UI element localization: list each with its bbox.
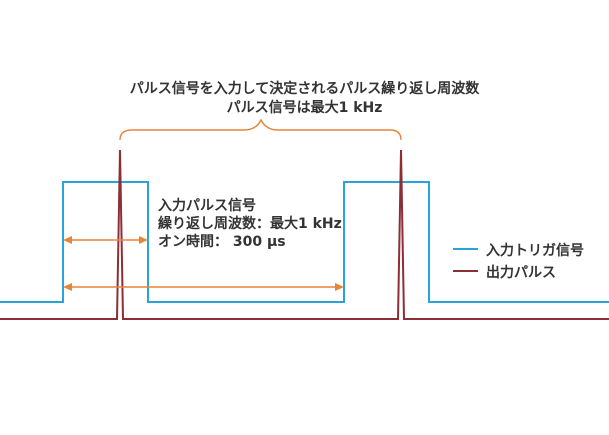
legend-label-input: 入力トリガ信号 bbox=[486, 243, 584, 259]
pulse-info-frequency: 繰り返し周波数：最大1 kHz bbox=[158, 216, 342, 232]
caption-line-2: パルス信号は最大1 kHz bbox=[226, 100, 383, 116]
period-arrow bbox=[63, 283, 344, 291]
caption-line-1: パルス信号を入力して決定されるパルス繰り返し周波数 bbox=[129, 81, 480, 97]
output-pulse-waveform bbox=[0, 149, 609, 320]
legend-label-output: 出力パルス bbox=[486, 265, 556, 281]
pulse-info-title: 入力パルス信号 bbox=[158, 198, 256, 214]
pulse-info-on-time: オン時間： 300 μs bbox=[158, 234, 286, 250]
input-trigger-waveform bbox=[0, 181, 609, 303]
on-time-arrow bbox=[63, 236, 148, 244]
frequency-brace bbox=[119, 118, 402, 141]
